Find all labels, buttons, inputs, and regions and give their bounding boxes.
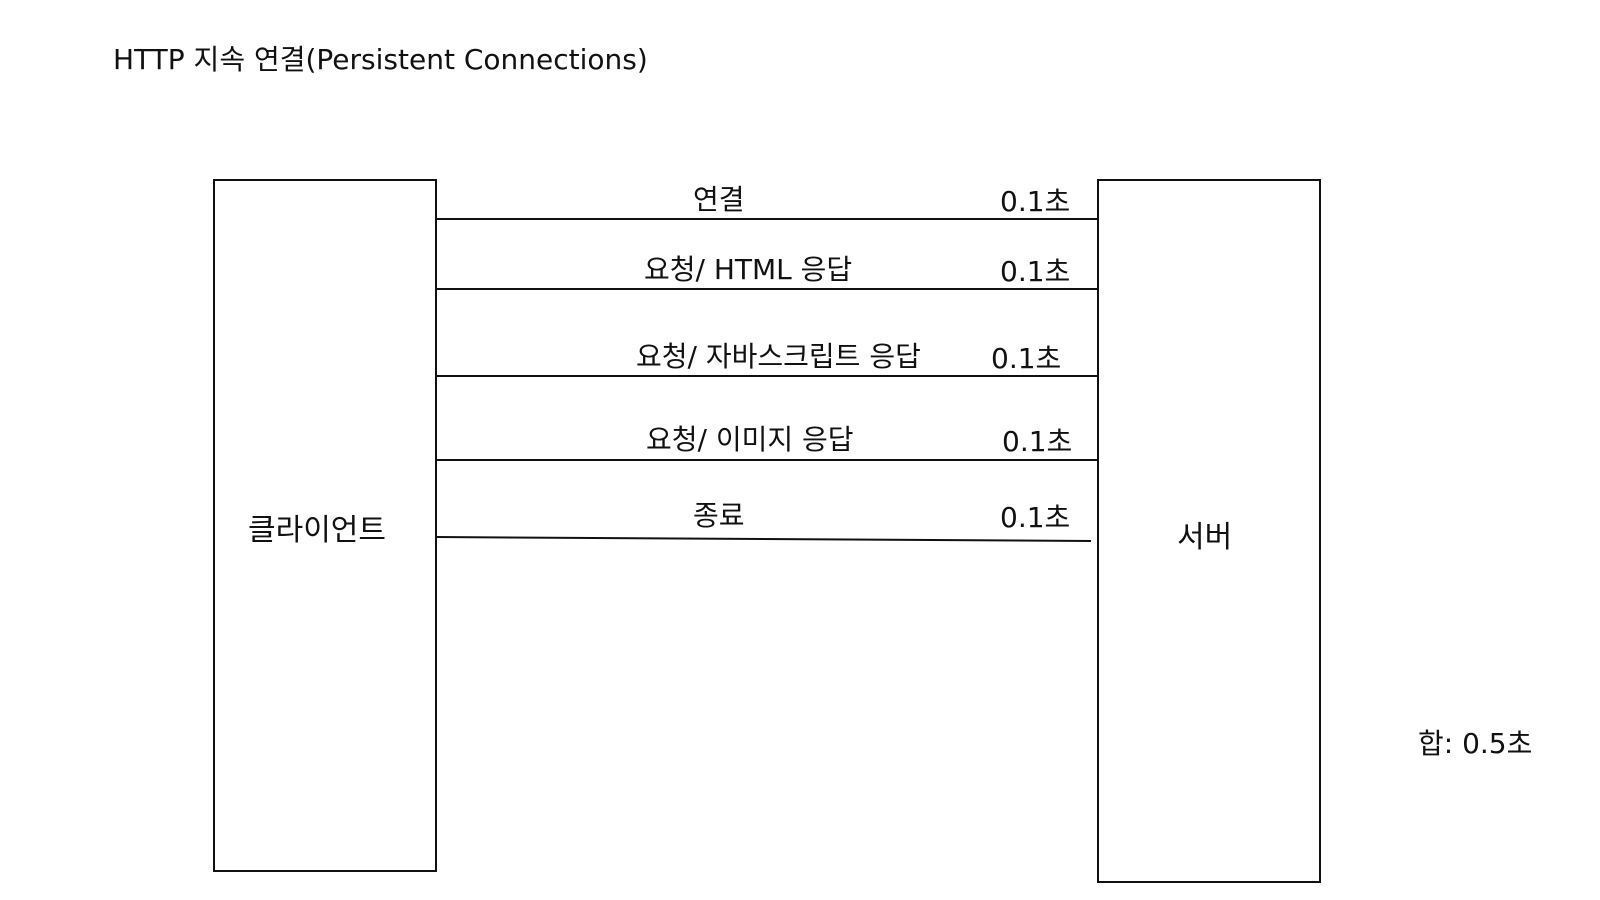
message-time-image: 0.1초: [1002, 425, 1073, 458]
client-label: 클라이언트: [248, 513, 386, 548]
client-box: [213, 179, 437, 872]
message-time-javascript: 0.1초: [991, 342, 1062, 375]
message-label-close: 종료: [693, 499, 745, 532]
server-label: 서버: [1177, 520, 1233, 555]
message-label-connect: 연결: [693, 183, 745, 216]
message-label-html: 요청/ HTML 응답: [644, 253, 853, 286]
message-line-javascript: [436, 375, 1098, 377]
diagram-title: HTTP 지속 연결(Persistent Connections): [113, 43, 648, 76]
message-label-image: 요청/ 이미지 응답: [646, 423, 854, 456]
message-time-close: 0.1초: [1000, 501, 1071, 534]
server-box: [1097, 179, 1321, 883]
message-line-connect: [436, 218, 1098, 220]
message-time-connect: 0.1초: [1000, 185, 1071, 218]
message-label-javascript: 요청/ 자바스크립트 응답: [636, 340, 921, 373]
message-line-image: [436, 459, 1098, 461]
message-line-html: [436, 288, 1098, 290]
message-time-html: 0.1초: [1000, 255, 1071, 288]
total-time: 합: 0.5초: [1418, 727, 1533, 760]
